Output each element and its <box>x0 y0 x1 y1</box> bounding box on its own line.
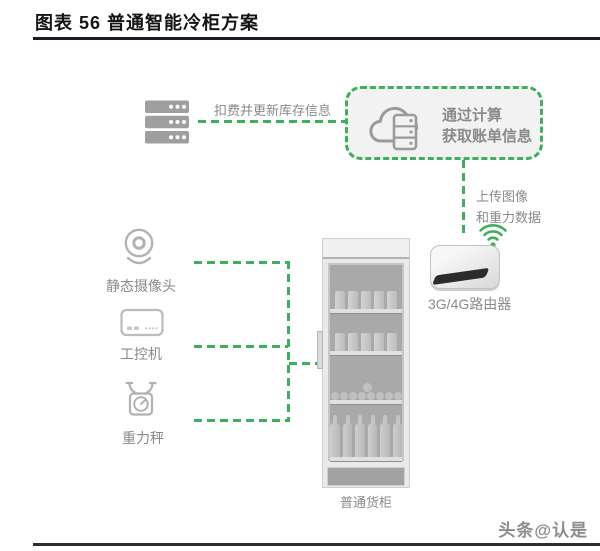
fridge-glass-door <box>328 263 404 461</box>
server-stack-icon <box>145 100 189 144</box>
cloud-compute-box: 通过计算 获取账单信息 <box>345 86 543 160</box>
shelf-base <box>330 457 402 461</box>
shelf-2 <box>330 351 402 355</box>
cloud-label-line1: 通过计算 <box>442 107 503 124</box>
fridge-bottom-drawer <box>327 467 405 486</box>
connector-scale <box>194 419 288 422</box>
bottom-rule <box>33 543 600 546</box>
upload-label-line1: 上传图像 <box>476 189 529 204</box>
fridge-top-panel <box>323 239 409 259</box>
industrial-pc-icon <box>120 308 164 337</box>
webcam-icon <box>124 228 154 265</box>
shelf-row-cans-2 <box>330 333 402 351</box>
cloud-computing-icon <box>369 106 419 151</box>
connector-devices-bus <box>287 261 290 422</box>
router-label: 3G/4G路由器 <box>428 296 512 312</box>
industrial-pc-label: 工控机 <box>120 346 162 362</box>
shelf-row-cans-1 <box>330 291 402 309</box>
shelf-row-bottles <box>330 415 402 459</box>
cloud-label: 通过计算 获取账单信息 <box>442 105 532 147</box>
weight-scale-icon <box>125 381 157 416</box>
server-flow-label: 扣费并更新库存信息 <box>214 103 332 118</box>
cloud-label-line2: 获取账单信息 <box>442 128 533 145</box>
upload-label: 上传图像 和重力数据 <box>476 186 541 228</box>
watermark-text: 头条@认是 <box>498 521 588 540</box>
shelf-row-balls <box>330 383 402 400</box>
shelf-1 <box>330 309 402 313</box>
upload-label-line2: 和重力数据 <box>476 210 542 225</box>
connector-pc <box>194 345 288 348</box>
fridge-graphic <box>317 238 410 488</box>
connector-server-cloud <box>198 120 345 123</box>
connector-camera <box>194 261 288 264</box>
shelf-3 <box>330 400 402 404</box>
camera-label: 静态摄像头 <box>106 278 176 294</box>
fridge-door-handle <box>317 331 323 369</box>
scale-label: 重力秤 <box>122 430 164 446</box>
figure-title: 图表 56 普通智能冷柜方案 <box>35 13 260 33</box>
fridge-label: 普通货柜 <box>339 495 392 510</box>
router-box-icon <box>430 245 500 289</box>
connector-cloud-router <box>462 160 465 234</box>
connector-bus-fridge <box>289 362 322 365</box>
title-underline <box>33 37 600 40</box>
